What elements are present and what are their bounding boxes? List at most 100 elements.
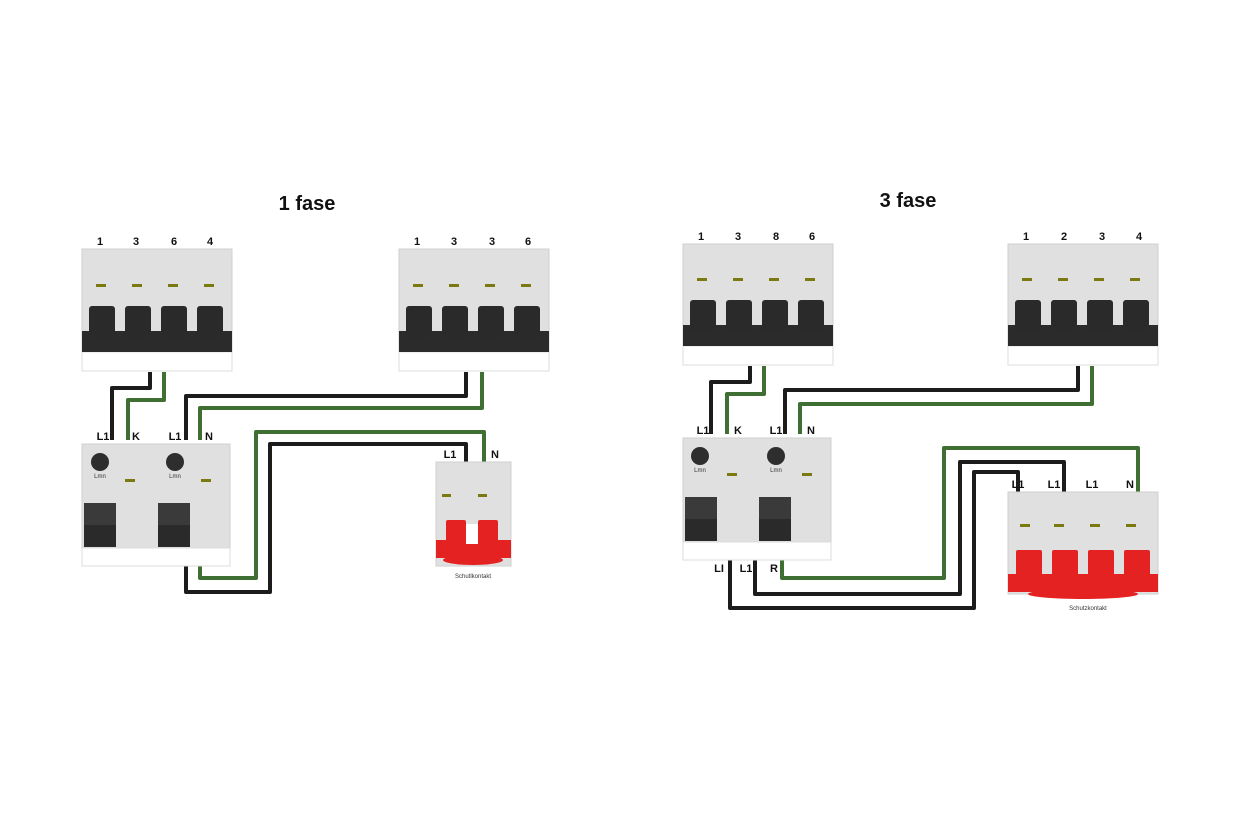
terminal-label: N [807, 425, 815, 437]
right-wire-b-to-rcbo-n [798, 366, 1094, 434]
status-indicator [201, 479, 211, 482]
left-wire-rcbo-to-contactor-n [198, 430, 486, 580]
status-indicator [1020, 524, 1030, 527]
breaker-base [398, 351, 550, 372]
status-indicator [478, 494, 487, 497]
breaker-base [81, 351, 233, 372]
contactor-caption: Schutlkontakt [455, 574, 491, 580]
contactor-red-base [1028, 589, 1138, 599]
contactor-red-base [443, 555, 503, 565]
terminal-label: 4 [207, 236, 214, 248]
terminal-label: 3 [489, 236, 495, 248]
knob-text: Lmn [694, 468, 706, 474]
status-indicator [769, 278, 779, 281]
breaker-lever [514, 306, 540, 338]
breaker-lever [1123, 300, 1149, 332]
contactor-gap [466, 524, 478, 544]
status-indicator [1126, 524, 1136, 527]
test-button [91, 453, 109, 471]
right-contactor: L1 L1 L1 N Schutzkontakt [1007, 479, 1159, 612]
knob-text: Lmn [770, 468, 782, 474]
left-wire-a-to-rcbo-k [126, 372, 166, 440]
breaker-lever [726, 300, 752, 332]
test-button [166, 453, 184, 471]
breaker-lever [161, 306, 187, 338]
status-indicator [727, 473, 737, 476]
left-wire-b-to-rcbo-l1 [184, 372, 468, 440]
right-rcbo: Lmn Lmn L1 K L1 N LI L1 R [682, 425, 832, 575]
status-indicator [125, 479, 135, 482]
status-indicator [1090, 524, 1100, 527]
terminal-label: 3 [1099, 231, 1105, 243]
terminal-label: 3 [451, 236, 457, 248]
terminal-label: 1 [97, 236, 103, 248]
terminal-label: 6 [809, 231, 815, 243]
breaker-lever-bar [82, 331, 232, 352]
right-wire-rcbo-to-contactor-l1b [753, 460, 1066, 596]
terminal-label: LI [714, 563, 724, 575]
contactor-red-lever [478, 520, 498, 546]
left-breaker-b: 1 3 3 6 [398, 236, 550, 372]
breaker-lever [125, 306, 151, 338]
test-button [691, 447, 709, 465]
terminal-label: 1 [414, 236, 420, 248]
right-wire-a-to-rcbo-l1 [709, 366, 752, 434]
breaker-lever-bar [683, 325, 833, 346]
right-breaker-b: 1 2 3 4 [1007, 231, 1159, 366]
status-indicator [1058, 278, 1068, 281]
terminal-label: L1 [1012, 479, 1025, 491]
left-rcbo: Lmn Lmn L1 K L1 N [81, 431, 231, 567]
terminal-label: 4 [1136, 231, 1143, 243]
status-indicator [449, 284, 459, 287]
contactor-red-lever [446, 520, 466, 546]
knob-text: Lmn [169, 474, 181, 480]
terminal-label: L1 [97, 431, 110, 443]
rcbo-lever-top [685, 497, 717, 519]
terminal-label: 6 [171, 236, 177, 248]
status-indicator [697, 278, 707, 281]
terminal-label: L1 [169, 431, 182, 443]
status-indicator [204, 284, 214, 287]
contactor-caption: Schutzkontakt [1069, 606, 1107, 612]
right-wire-b-to-rcbo-l1 [783, 366, 1080, 434]
terminal-label: L1 [1048, 479, 1061, 491]
left-breaker-a: 1 3 6 4 [81, 236, 233, 372]
right-wire-rcbo-to-contactor-n [780, 446, 1140, 580]
contactor-red-lever [1088, 550, 1114, 580]
terminal-label: K [734, 425, 742, 437]
status-indicator [442, 494, 451, 497]
right-title: 3 fase [880, 190, 937, 212]
left-wire-rcbo-to-contactor-l1 [184, 442, 468, 594]
breaker-lever [798, 300, 824, 332]
terminal-label: N [205, 431, 213, 443]
breaker-base [1007, 345, 1159, 366]
terminal-label: 3 [133, 236, 139, 248]
rcbo-lever-top [759, 497, 791, 519]
breaker-lever [1015, 300, 1041, 332]
breaker-lever [197, 306, 223, 338]
breaker-lever [442, 306, 468, 338]
status-indicator [168, 284, 178, 287]
status-indicator [521, 284, 531, 287]
terminal-label: L1 [697, 425, 710, 437]
breaker-lever [1087, 300, 1113, 332]
rcbo-lever-top [84, 503, 116, 525]
terminal-label: 1 [698, 231, 704, 243]
terminal-label: 8 [773, 231, 779, 243]
status-indicator [802, 473, 812, 476]
terminal-label: K [132, 431, 140, 443]
left-wire-a-to-rcbo-l1 [110, 372, 152, 440]
status-indicator [485, 284, 495, 287]
breaker-base [682, 345, 834, 366]
rcbo-base [682, 541, 832, 561]
breaker-lever [406, 306, 432, 338]
terminal-label: N [491, 449, 499, 461]
contactor-red-bar [1008, 574, 1158, 592]
contactor-red-lever [1052, 550, 1078, 580]
left-wire-b-to-rcbo-n [198, 372, 484, 440]
left-contactor: L1 N Schutlkontakt [435, 449, 512, 580]
left-wires [110, 372, 486, 594]
right-wires [709, 366, 1140, 610]
rcbo-lever-top [158, 503, 190, 525]
